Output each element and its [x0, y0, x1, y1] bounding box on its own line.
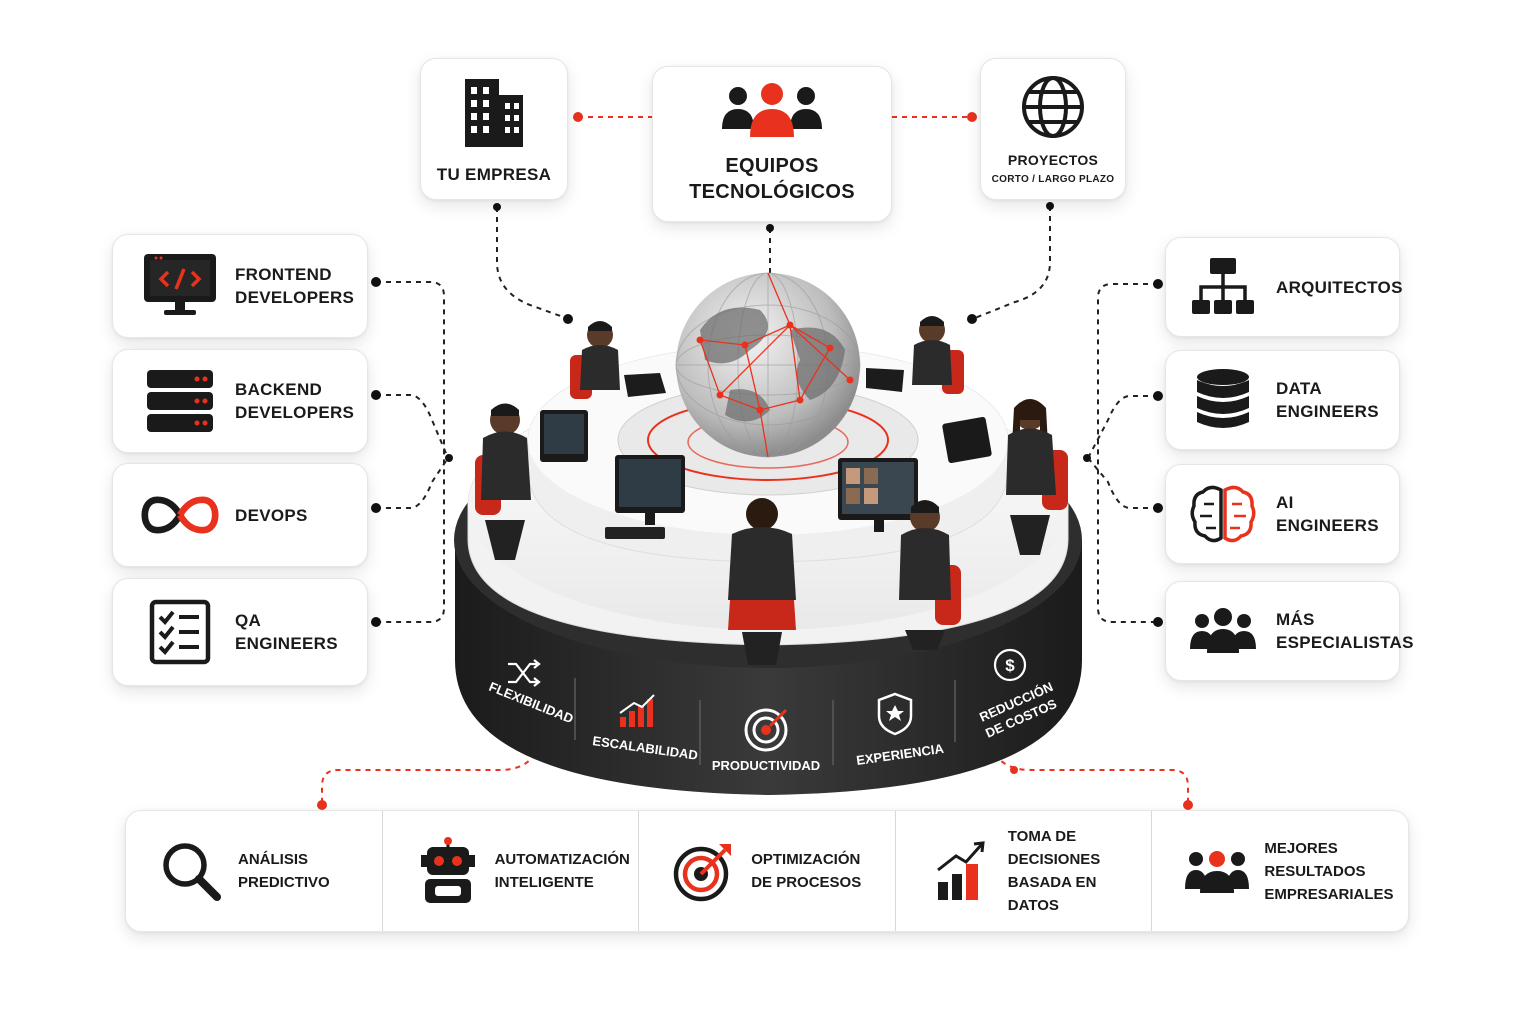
benefit-label-automatizacion-2: INTELIGENTE [494, 874, 594, 891]
benefit-label-automatizacion-1: AUTOMATIZACIÓN [494, 851, 630, 868]
svg-text:$: $ [1005, 656, 1015, 675]
target-icon [744, 708, 788, 752]
target-arrow-icon [673, 844, 732, 902]
platform-label-productividad: PRODUCTIVIDAD [712, 758, 820, 773]
people-results-icon [1185, 851, 1250, 893]
benefit-automatizacion: AUTOMATIZACIÓN INTELIGENTE [381, 811, 639, 931]
benefit-label-optimizacion-1: OPTIMIZACIÓN [751, 851, 861, 868]
projects-card: PROYECTOS CORTO / LARGO PLAZO [980, 58, 1126, 200]
growth-chart-icon [619, 694, 655, 727]
company-card: TU EMPRESA [420, 58, 568, 200]
role-card-arquitectos: ARQUITECTOS [1165, 237, 1403, 337]
group-icon [1190, 608, 1256, 653]
shield-star-icon [877, 692, 913, 736]
robot-icon [420, 837, 475, 903]
role-label-ai-1: AI [1276, 493, 1294, 512]
role-label-data-2: ENGINEERS [1276, 402, 1379, 421]
benefit-label-resultados-2: EMPRESARIALES [1264, 885, 1394, 903]
benefit-decisiones: TOMA DE DECISIONES BASADA EN DATOS [894, 811, 1152, 931]
role-label-frontend-1: FRONTEND [235, 265, 332, 284]
role-card-devops: DEVOPS [112, 463, 368, 567]
infinity-icon [141, 496, 219, 534]
projects-sublabel: CORTO / LARGO PLAZO [991, 173, 1115, 185]
benefits-bar: ANÁLISIS PREDICTIVO AUTOMATIZACIÓN INTEL… [125, 810, 1409, 932]
role-label-qa-2: ENGINEERS [235, 634, 338, 653]
role-label-devops: DEVOPS [235, 505, 308, 525]
database-icon [1197, 369, 1249, 428]
server-icon [147, 370, 213, 432]
benefit-label-decisiones-1: TOMA DE DECISIONES [1007, 828, 1101, 868]
globe-icon [1022, 75, 1084, 138]
role-label-backend-2: DEVELOPERS [235, 403, 355, 422]
magnifier-icon [163, 843, 221, 901]
role-card-especialistas: MÁS ESPECIALISTAS [1165, 581, 1413, 681]
role-label-especialistas-1: MÁS [1276, 610, 1315, 629]
benefit-label-analisis-1: ANÁLISIS [238, 851, 309, 868]
teams-label-line2: TECNOLÓGICOS [689, 181, 855, 203]
role-label-especialistas-2: ESPECIALISTAS [1276, 633, 1414, 652]
hierarchy-icon [1192, 258, 1254, 314]
role-card-data: DATA ENGINEERS [1165, 350, 1400, 450]
benefit-resultados: MEJORES RESULTADOS EMPRESARIALES [1151, 811, 1408, 931]
worker-figures [475, 316, 1068, 665]
role-card-frontend: FRONTEND DEVELOPERS [112, 234, 368, 338]
role-label-qa-1: QA [235, 611, 262, 630]
benefit-analisis: ANÁLISIS PREDICTIVO [126, 811, 382, 931]
role-card-backend: BACKEND DEVELOPERS [112, 349, 368, 453]
teams-label-line1: EQUIPOS [725, 155, 819, 177]
role-label-ai-2: ENGINEERS [1276, 516, 1379, 535]
role-card-qa: QA ENGINEERS [112, 578, 368, 686]
benefit-label-optimizacion-2: DE PROCESOS [751, 874, 862, 891]
dollar-icon: $ [993, 648, 1027, 682]
code-monitor-icon [144, 254, 216, 315]
rising-bars-icon [936, 841, 985, 900]
team-icon [722, 83, 822, 137]
benefit-label-resultados-1: MEJORES RESULTADOS [1264, 839, 1366, 880]
role-label-frontend-2: DEVELOPERS [235, 288, 355, 307]
brain-icon [1190, 485, 1256, 543]
benefit-optimizacion: OPTIMIZACIÓN DE PROCESOS [638, 811, 895, 931]
role-label-arquitectos: ARQUITECTOS [1276, 277, 1403, 297]
projects-label: PROYECTOS [1007, 151, 1099, 168]
benefit-label-analisis-2: PREDICTIVO [238, 874, 330, 891]
role-label-data-1: DATA [1276, 379, 1322, 398]
company-label: TU EMPRESA [436, 165, 552, 184]
building-icon [465, 79, 523, 147]
benefit-label-decisiones-2: BASADA EN DATOS [1007, 874, 1097, 914]
role-card-ai: AI ENGINEERS [1165, 464, 1400, 564]
role-label-backend-1: BACKEND [235, 380, 323, 399]
shuffle-icon [508, 659, 541, 687]
teams-card: EQUIPOS TECNOLÓGICOS [652, 66, 892, 222]
checklist-icon [149, 599, 211, 665]
